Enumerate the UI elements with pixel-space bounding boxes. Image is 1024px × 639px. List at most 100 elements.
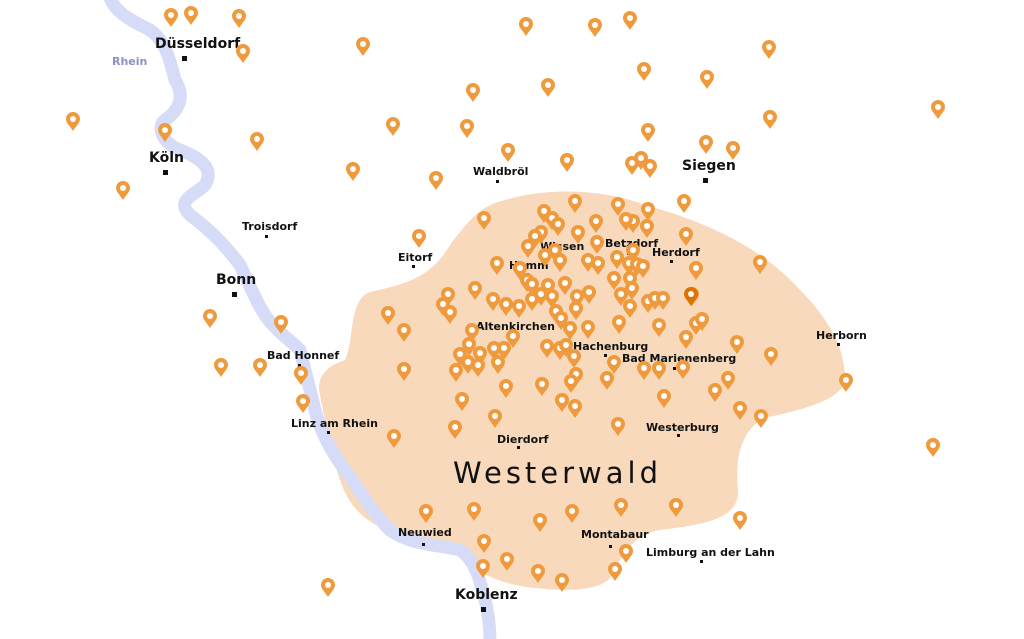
location-pin-icon[interactable] xyxy=(607,355,621,374)
location-pin-icon[interactable] xyxy=(600,371,614,390)
location-pin-icon[interactable] xyxy=(448,420,462,439)
location-pin-icon[interactable] xyxy=(726,141,740,160)
location-pin-icon[interactable] xyxy=(636,259,650,278)
location-pin-icon[interactable] xyxy=(499,379,513,398)
location-pin-icon[interactable] xyxy=(346,162,360,181)
location-pin-icon[interactable] xyxy=(625,281,639,300)
location-pin-icon[interactable] xyxy=(525,277,539,296)
location-pin-icon[interactable] xyxy=(528,229,542,248)
location-pin-icon[interactable] xyxy=(581,320,595,339)
location-pin-icon[interactable] xyxy=(582,285,596,304)
location-pin-icon[interactable] xyxy=(533,513,547,532)
location-pin-icon[interactable] xyxy=(397,362,411,381)
location-pin-icon[interactable] xyxy=(455,392,469,411)
location-pin-icon[interactable] xyxy=(537,204,551,223)
location-pin-icon[interactable] xyxy=(477,211,491,230)
location-pin-icon[interactable] xyxy=(462,337,476,356)
location-pin-icon[interactable] xyxy=(412,229,426,248)
location-pin-icon[interactable] xyxy=(559,338,573,357)
location-pin-icon[interactable] xyxy=(611,417,625,436)
location-pin-icon[interactable] xyxy=(568,399,582,418)
location-pin-icon[interactable] xyxy=(538,248,552,267)
location-pin-icon[interactable] xyxy=(499,297,513,316)
location-pin-icon[interactable] xyxy=(443,305,457,324)
location-pin-icon[interactable] xyxy=(607,271,621,290)
location-pin-icon[interactable] xyxy=(699,135,713,154)
location-pin-icon[interactable] xyxy=(513,261,527,280)
location-pin-icon[interactable] xyxy=(553,253,567,272)
location-pin-icon[interactable] xyxy=(531,564,545,583)
location-pin-icon[interactable] xyxy=(477,534,491,553)
location-pin-icon[interactable] xyxy=(626,243,640,262)
location-pin-icon[interactable] xyxy=(754,409,768,428)
location-pin-icon[interactable] xyxy=(764,347,778,366)
location-pin-icon[interactable] xyxy=(730,335,744,354)
location-pin-icon[interactable] xyxy=(397,323,411,342)
location-pin-icon[interactable] xyxy=(753,255,767,274)
location-pin-icon[interactable] xyxy=(429,171,443,190)
location-pin-icon[interactable] xyxy=(491,355,505,374)
location-pin-icon[interactable] xyxy=(555,393,569,412)
location-pin-icon[interactable] xyxy=(236,44,250,63)
location-pin-icon[interactable] xyxy=(381,306,395,325)
location-pin-icon[interactable] xyxy=(569,301,583,320)
location-pin-icon[interactable] xyxy=(294,366,308,385)
location-pin-icon[interactable] xyxy=(643,159,657,178)
location-pin-icon[interactable] xyxy=(461,355,475,374)
location-pin-icon[interactable] xyxy=(652,361,666,380)
location-pin-icon[interactable] xyxy=(501,143,515,162)
location-pin-icon[interactable] xyxy=(460,119,474,138)
location-pin-icon[interactable] xyxy=(534,287,548,306)
location-pin-icon[interactable] xyxy=(387,429,401,448)
location-pin-icon[interactable] xyxy=(250,132,264,151)
location-pin-icon[interactable] xyxy=(614,498,628,517)
location-pin-icon[interactable] xyxy=(634,151,648,170)
location-pin-icon[interactable] xyxy=(657,389,671,408)
location-pin-icon[interactable] xyxy=(545,289,559,308)
location-pin-icon[interactable] xyxy=(614,287,628,306)
location-pin-icon[interactable] xyxy=(571,225,585,244)
location-pin-icon[interactable] xyxy=(679,330,693,349)
location-pin-icon[interactable] xyxy=(164,8,178,27)
location-pin-icon[interactable] xyxy=(486,292,500,311)
location-pin-icon[interactable] xyxy=(321,578,335,597)
location-pin-icon[interactable] xyxy=(679,227,693,246)
location-pin-icon[interactable] xyxy=(116,181,130,200)
location-pin-icon[interactable] xyxy=(274,315,288,334)
location-pin-icon[interactable] xyxy=(695,312,709,331)
location-pin-icon[interactable] xyxy=(623,11,637,30)
location-pin-icon[interactable] xyxy=(570,289,584,308)
location-pin-icon[interactable] xyxy=(652,318,666,337)
location-pin-icon[interactable] xyxy=(611,197,625,216)
location-pin-icon[interactable] xyxy=(468,281,482,300)
highlighted-location-pin[interactable] xyxy=(684,287,698,306)
location-pin-icon[interactable] xyxy=(608,562,622,581)
location-pin-icon[interactable] xyxy=(926,438,940,457)
location-pin-icon[interactable] xyxy=(554,311,568,330)
location-pin-icon[interactable] xyxy=(541,78,555,97)
location-pin-icon[interactable] xyxy=(519,17,533,36)
location-pin-icon[interactable] xyxy=(467,502,481,521)
location-pin-icon[interactable] xyxy=(567,349,581,368)
location-pin-icon[interactable] xyxy=(158,123,172,142)
location-pin-icon[interactable] xyxy=(669,498,683,517)
location-pin-icon[interactable] xyxy=(490,256,504,275)
location-pin-icon[interactable] xyxy=(637,62,651,81)
location-pin-icon[interactable] xyxy=(839,373,853,392)
location-pin-icon[interactable] xyxy=(541,278,555,297)
location-pin-icon[interactable] xyxy=(253,358,267,377)
location-pin-icon[interactable] xyxy=(471,358,485,377)
location-pin-icon[interactable] xyxy=(623,271,637,290)
location-pin-icon[interactable] xyxy=(589,214,603,233)
location-pin-icon[interactable] xyxy=(640,219,654,238)
location-pin-icon[interactable] xyxy=(66,112,80,131)
location-pin-icon[interactable] xyxy=(689,261,703,280)
location-pin-icon[interactable] xyxy=(763,110,777,129)
location-pin-icon[interactable] xyxy=(641,202,655,221)
location-pin-icon[interactable] xyxy=(473,346,487,365)
location-pin-icon[interactable] xyxy=(590,235,604,254)
location-pin-icon[interactable] xyxy=(551,217,565,236)
location-pin-icon[interactable] xyxy=(214,358,228,377)
location-pin-icon[interactable] xyxy=(623,299,637,318)
location-pin-icon[interactable] xyxy=(637,361,651,380)
